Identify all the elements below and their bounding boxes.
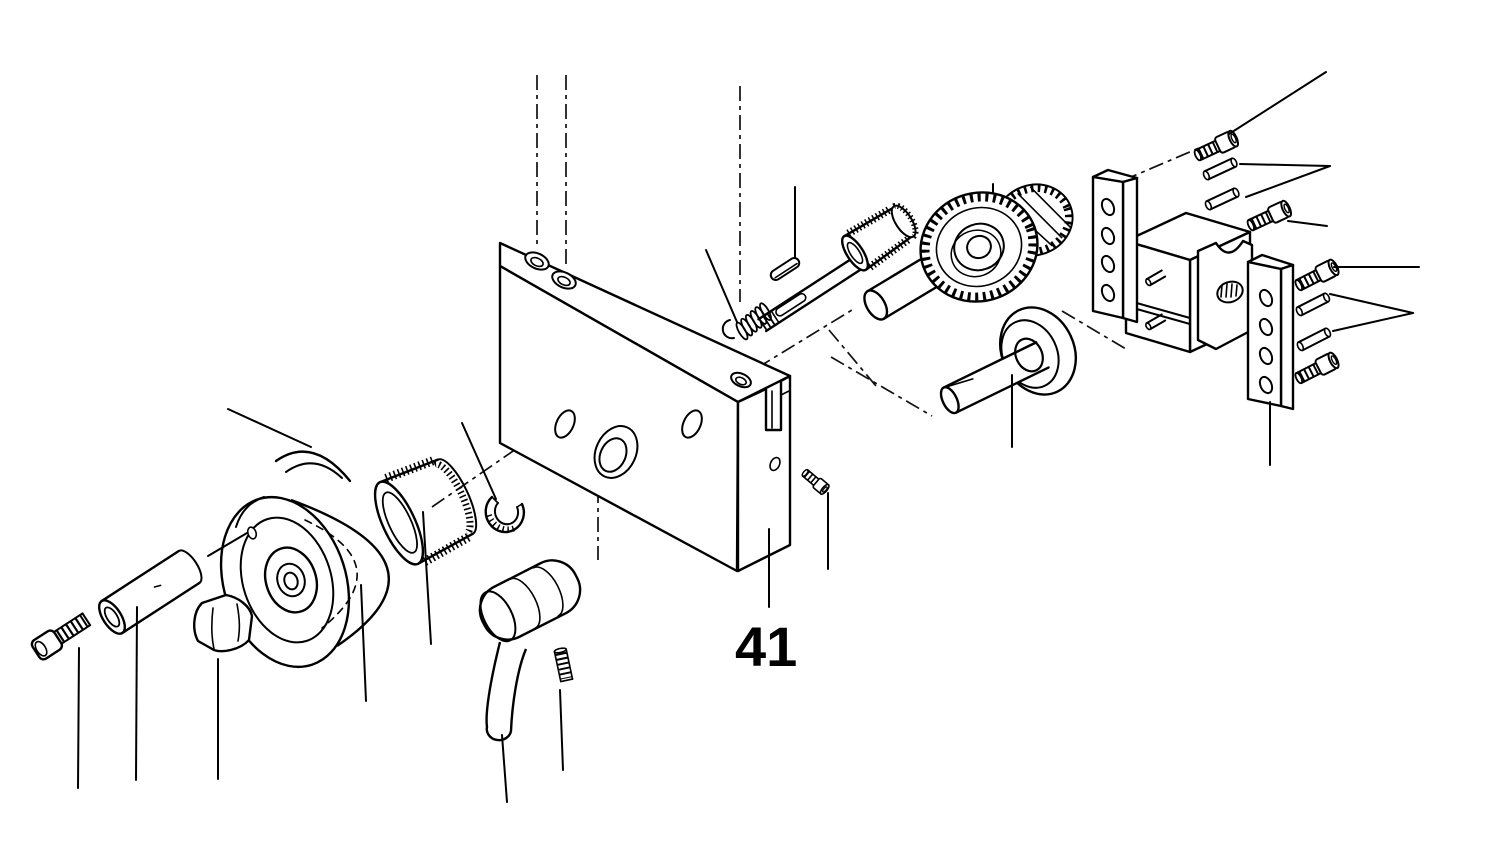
dial-knob-leader: [422, 511, 432, 645]
set-screw-leader: [559, 689, 564, 771]
clamp-cap: [1196, 239, 1254, 351]
set-screw: [553, 647, 574, 683]
top-screw2-leader: [1287, 220, 1328, 227]
top-pin-leader-a: [1239, 163, 1331, 167]
compression-spring: [721, 302, 772, 341]
screw-leader: [77, 647, 80, 789]
lever-leader: [501, 734, 508, 803]
side-hole: [769, 456, 781, 472]
gear-housing-block: [498, 241, 792, 573]
roller-shaft: [939, 341, 1050, 415]
front-bore: [593, 425, 639, 479]
dowel-pin-top-1: [1201, 156, 1240, 182]
clamp-lever: [478, 559, 582, 742]
ring-leader: [461, 422, 497, 500]
keyway-slot: [775, 292, 807, 317]
dowel-pin-right-2: [1295, 326, 1333, 353]
retaining-ring: [484, 495, 526, 534]
knurled-shaft-knob: [841, 202, 919, 272]
right-pin-leader-a: [1329, 293, 1414, 314]
socket-head-cap-screw-left: [30, 612, 92, 661]
handwheel-leader: [360, 584, 367, 702]
face-hole-leader: [207, 532, 248, 557]
bracket-plate-left: [1091, 168, 1139, 324]
front-hole: [681, 409, 703, 439]
shaft-key: [769, 257, 801, 281]
washer-leader: [227, 408, 312, 448]
spring-washer: [274, 450, 352, 483]
bracket-plate-right: [1246, 253, 1295, 411]
spur-gear: [919, 191, 1039, 303]
feed-shaft: [757, 251, 870, 333]
locking-screw: [800, 467, 830, 495]
stub-shaft: [863, 243, 963, 321]
cap-screw-right-2: [1293, 351, 1341, 387]
collar-bore: [1014, 337, 1044, 373]
top-screw-leader: [1228, 71, 1327, 135]
gear-cluster: [919, 183, 1074, 303]
handwheel-face-hole: [246, 526, 258, 540]
e-clip: [721, 319, 735, 340]
spring-leader: [705, 249, 738, 323]
figure-label: 41: [735, 615, 797, 678]
right-pin-leader-b: [1332, 312, 1414, 332]
leader-lines: [77, 71, 1420, 803]
hex-nut: [193, 593, 254, 653]
cap-screw-top-2: [1245, 199, 1293, 233]
spacer-sleeve: [97, 549, 203, 635]
graduated-dial-knob: [373, 456, 478, 566]
front-hole: [554, 409, 576, 439]
top-pin-leader-b: [1245, 165, 1331, 198]
dowel-pin-right-1: [1294, 291, 1332, 318]
handwheel: [219, 495, 390, 669]
cap-screw-right-1: [1293, 258, 1341, 294]
dowel-pin-top-2: [1203, 186, 1242, 212]
sleeve-leader: [135, 606, 138, 781]
